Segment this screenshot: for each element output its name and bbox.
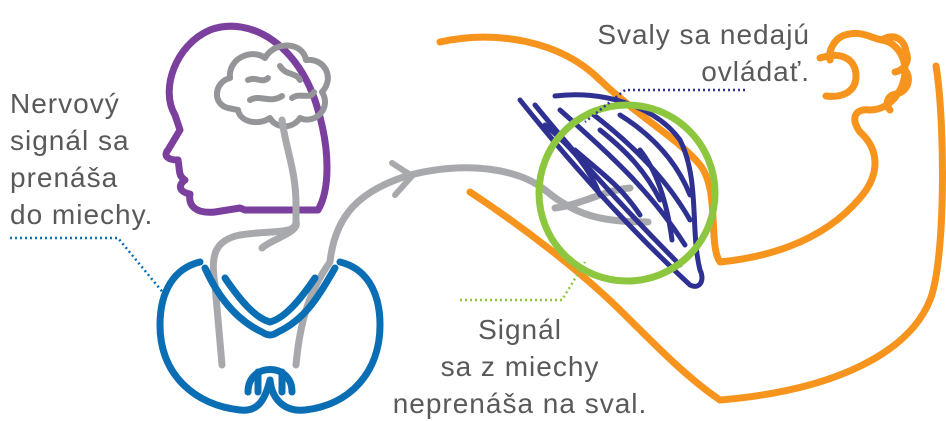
leader-line-left [10,238,165,295]
label-line: ovládať. [570,53,810,90]
label-line: sa z miechy [370,348,670,385]
label-line: Svaly sa nedajú [570,16,810,53]
label-line: Signál [370,311,670,348]
label-line: do miechy. [10,196,153,233]
spinal-cord-icon [160,262,380,410]
label-muscles: Svaly sa nedajú ovládať. [570,16,810,90]
label-signal-not-transmitted: Signál sa z miechy neprenáša na sval. [370,311,670,421]
label-line: Nervový [10,85,153,122]
leader-line-bottom [460,262,585,300]
label-line: prenáša [10,159,153,196]
label-line: signál sa [10,122,153,159]
label-nerve-signal: Nervový signál sa prenáša do miechy. [10,85,153,233]
label-line: neprenáša na sval. [370,385,670,421]
